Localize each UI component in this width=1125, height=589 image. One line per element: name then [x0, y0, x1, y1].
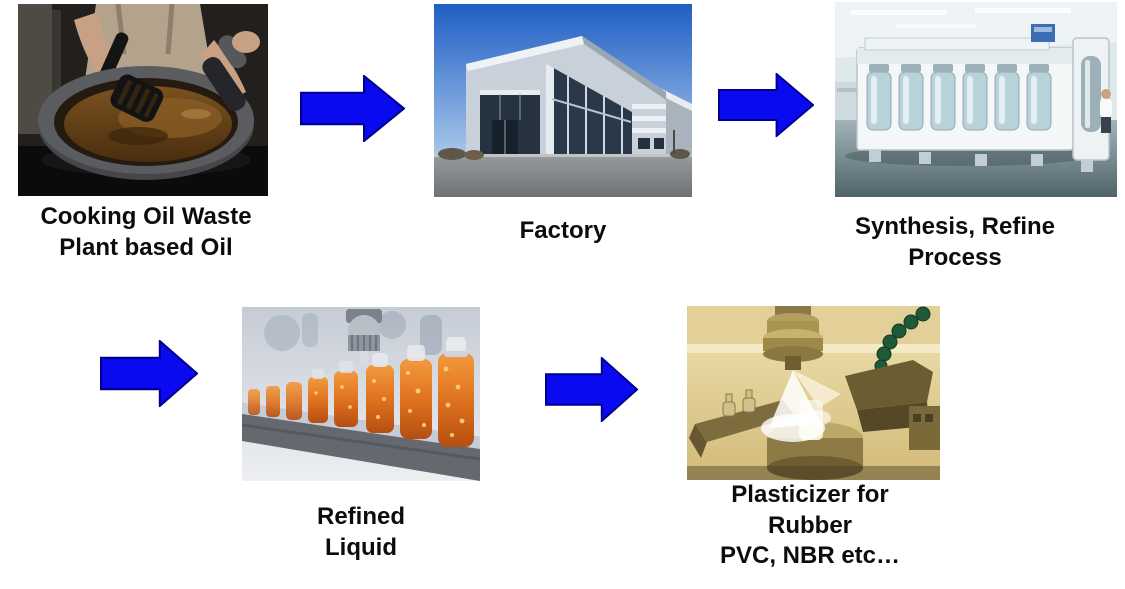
refining-machine-illustration — [835, 2, 1117, 197]
right-arrow-icon — [545, 357, 638, 422]
machining-illustration — [687, 306, 940, 480]
frying-pan-illustration — [18, 4, 268, 196]
label-plasticizer: Plasticizer for Rubber PVC, NBR etc… — [719, 481, 901, 570]
flow-arrow-2 — [718, 73, 814, 137]
flow-arrow-4 — [545, 357, 638, 422]
label-factory: Factory — [519, 217, 607, 244]
right-arrow-icon — [718, 73, 814, 137]
right-arrow-icon — [100, 340, 198, 407]
bottles-illustration — [242, 307, 480, 481]
factory-illustration — [434, 4, 692, 197]
photo-synthesis-machine — [835, 2, 1117, 197]
flow-arrow-3 — [100, 340, 198, 407]
photo-plasticizer-machining — [687, 306, 940, 480]
right-arrow-icon — [300, 75, 405, 142]
label-cooking-oil-waste: Cooking Oil Waste Plant based Oil — [40, 203, 252, 261]
flow-arrow-1 — [300, 75, 405, 142]
label-refined-liquid: Refined Liquid — [316, 503, 405, 561]
photo-cooking-oil-waste — [18, 4, 268, 196]
photo-factory — [434, 4, 692, 197]
photo-refined-liquid — [242, 307, 480, 481]
label-synthesis-refine-process: Synthesis, Refine Process — [854, 213, 1056, 271]
